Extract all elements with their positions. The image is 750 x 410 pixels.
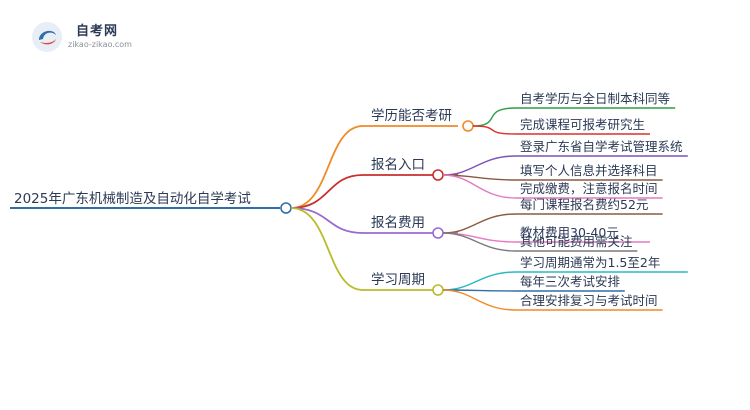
branch-node-icon[interactable] bbox=[432, 227, 444, 239]
leaf-label: 其他可能费用需关注 bbox=[520, 234, 633, 249]
branch-connector bbox=[290, 207, 364, 291]
leaf-label: 每年三次考试安排 bbox=[520, 274, 621, 289]
branch-node-icon[interactable] bbox=[432, 284, 444, 296]
leaf-connector bbox=[442, 155, 517, 176]
leaf-label: 学习周期通常为1.5至2年 bbox=[520, 255, 660, 270]
leaf-connector bbox=[442, 289, 517, 311]
leaf-connector bbox=[442, 213, 517, 234]
root-node-icon[interactable] bbox=[280, 202, 292, 214]
leaf-connector bbox=[472, 107, 517, 127]
branch-node-icon[interactable] bbox=[462, 120, 474, 132]
leaf-label: 登录广东省自学考试管理系统 bbox=[520, 139, 683, 154]
leaf-label: 自考学历与全日制本科同等 bbox=[520, 91, 670, 106]
leaf-label: 每门课程报名费约52元 bbox=[520, 197, 648, 212]
branch-connector bbox=[290, 125, 364, 209]
branch-label: 学历能否考研 bbox=[371, 108, 452, 124]
leaf-connector bbox=[442, 271, 517, 291]
branch-connector bbox=[290, 174, 364, 209]
leaf-label: 教材费用30-40元 bbox=[520, 225, 619, 240]
leaf-label: 完成课程可报考研究生 bbox=[520, 117, 645, 132]
logo-subtitle: zikao-zikao.com bbox=[68, 40, 132, 49]
leaf-connector bbox=[442, 232, 517, 252]
leaf-label: 合理安排复习与考试时间 bbox=[520, 293, 658, 308]
root-label: 2025年广东机械制造及自动化自学考试 bbox=[14, 191, 251, 207]
branch-label: 报名费用 bbox=[371, 215, 425, 231]
logo-mark-icon bbox=[32, 22, 62, 52]
branch-connector bbox=[290, 207, 364, 234]
branch-label: 学习周期 bbox=[371, 272, 425, 288]
branch-node-icon[interactable] bbox=[432, 169, 444, 181]
leaf-label: 填写个人信息并选择科目 bbox=[520, 163, 658, 178]
leaf-connector bbox=[442, 174, 517, 199]
logo-title: 自考网 bbox=[76, 24, 119, 39]
branch-label: 报名入口 bbox=[371, 157, 425, 173]
site-logo[interactable]: 自考网 zikao-zikao.com bbox=[30, 16, 150, 52]
leaf-connector bbox=[472, 125, 517, 135]
leaf-label: 完成缴费，注意报名时间 bbox=[520, 181, 658, 196]
